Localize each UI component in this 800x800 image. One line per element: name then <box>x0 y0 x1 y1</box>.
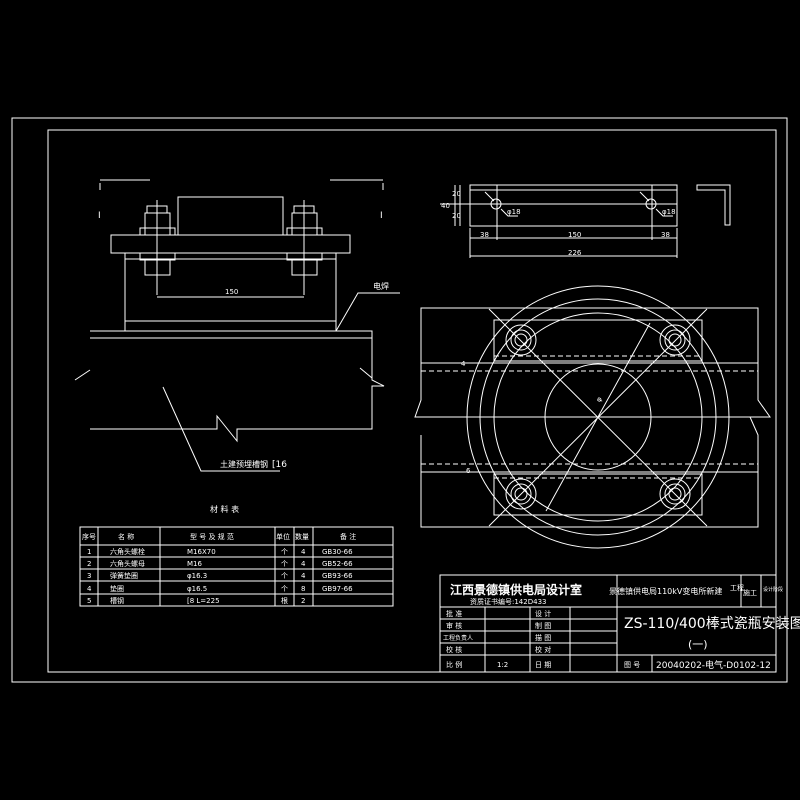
table-row: 5 槽钢 [8 L=225 根 2 <box>87 596 305 605</box>
bolt-left <box>139 200 176 295</box>
channel-size: [16 <box>272 460 287 470</box>
header-qty: 数量 <box>295 532 309 541</box>
header-spec: 型 号 及 规 范 <box>190 532 234 541</box>
cell-text: 设 计 <box>535 609 551 618</box>
cell-text: 4 <box>87 585 92 593</box>
cert-number: 资质证书编号:142D433 <box>470 597 546 606</box>
header-remark: 备 注 <box>340 532 356 541</box>
section-mark-left: I <box>98 211 101 221</box>
header-name: 名 称 <box>118 532 134 541</box>
cell-text: GB52-66 <box>322 560 353 568</box>
stage-column: 设计阶段 <box>763 586 783 593</box>
cell-text: 工程负责人 <box>443 634 473 642</box>
project-name: 景德镇供电局110kV变电所新建 <box>609 586 722 596</box>
materials-title: 材 料 表 <box>210 504 239 514</box>
cell-text: 个 <box>281 585 288 593</box>
cell-text: 根 <box>281 596 288 605</box>
bolt-holes <box>505 324 691 510</box>
cell-text: 批 准 <box>446 609 462 618</box>
cell-text: 1 <box>87 548 91 556</box>
cell-text: 垫圈 <box>110 584 124 593</box>
cell-text: 校 核 <box>446 645 462 654</box>
circle-plan-view: φ 4 6 <box>414 285 771 549</box>
weld-label: 电焊 <box>373 281 389 291</box>
cell-text: 8 <box>301 585 305 593</box>
outer-frame <box>11 117 788 683</box>
dim-upper: 20 <box>452 190 461 198</box>
cell-text: 比 例 <box>446 660 462 669</box>
cell-text: 2 <box>87 560 91 568</box>
dim-bolt-spacing: 150 <box>225 288 238 296</box>
angle-section <box>696 184 731 226</box>
cell-text: 弹簧垫圈 <box>110 571 138 580</box>
header-unit: 单位 <box>276 532 290 541</box>
dim-right: 38 <box>661 231 670 239</box>
drawing-number: 20040202-电气-D0102-12 <box>656 659 771 671</box>
cell-text: 制 图 <box>535 621 551 630</box>
table-row: 3 弹簧垫圈 φ16.3 个 4 GB93-66 <box>87 571 353 580</box>
cell-text: 3 <box>87 572 91 580</box>
drawing-title: ZS-110/400棒式瓷瓶安装图 <box>624 616 800 632</box>
cell-text: 槽钢 <box>110 596 124 605</box>
diameter-label: φ <box>595 395 604 403</box>
dim-left: 38 <box>480 231 489 239</box>
cell-text: 个 <box>281 548 288 556</box>
cell-text: 日 期 <box>535 661 551 669</box>
number-label: 图 号 <box>624 661 640 669</box>
mark-bottom: 6 <box>466 467 471 475</box>
cell-text: GB93-66 <box>322 572 353 580</box>
cell-text: 六角头螺栓 <box>110 547 145 556</box>
dim-height: 40 <box>441 202 450 210</box>
dim-total: 226 <box>568 249 582 257</box>
cell-text: 2 <box>301 597 305 605</box>
section-mark-right: I <box>380 211 383 221</box>
stage-label: 施工 <box>743 588 757 597</box>
bolt-right <box>286 200 323 295</box>
cell-text: φ16.5 <box>187 585 207 593</box>
title-block: 江西景德镇供电局设计室 资质证书编号:142D433 景德镇供电局110kV变电… <box>439 574 800 673</box>
table-header: 序号 名 称 型 号 及 规 范 单位 数量 备 注 <box>82 532 356 541</box>
inner-frame <box>47 129 777 673</box>
embedded-channel-label: 土建预埋槽钢 <box>220 459 268 469</box>
cell-text: 审 核 <box>446 621 462 630</box>
cell-text: 个 <box>281 572 288 580</box>
cell-text: 个 <box>281 560 288 568</box>
table-row: 2 六角头螺母 M16 个 4 GB52-66 <box>87 559 353 568</box>
cell-text: 校 对 <box>535 645 551 654</box>
mark-top: 4 <box>461 360 466 368</box>
hole-left-label: φ18 <box>507 208 521 216</box>
header-no: 序号 <box>82 532 96 541</box>
project-label: 工程 <box>730 583 744 592</box>
cell-text: φ16.3 <box>187 572 207 580</box>
cell-text: 4 <box>301 560 306 568</box>
dim-lower: 20 <box>452 212 461 220</box>
cell-text: GB30-66 <box>322 548 353 556</box>
table-row: 1 六角头螺栓 M16X70 个 4 GB30-66 <box>87 547 353 556</box>
dim-middle: 150 <box>568 231 581 239</box>
drawing-subtitle: (一) <box>688 638 708 651</box>
cell-text: M16X70 <box>187 548 216 556</box>
table-row: 4 垫圈 φ16.5 个 8 GB97-66 <box>87 584 353 593</box>
mid-labels: 设 计 制 图 描 图 校 对 日 期 <box>535 609 551 669</box>
plate-view: φ18 φ18 40 20 20 38 150 38 226 <box>440 184 731 258</box>
cell-text: M16 <box>187 560 202 568</box>
hole-right-label: φ18 <box>662 208 676 216</box>
left-labels: 批 准 审 核 工程负责人 校 核 比 例 1:2 <box>443 609 508 669</box>
cell-text: 4 <box>301 548 306 556</box>
org-name: 江西景德镇供电局设计室 <box>450 582 582 597</box>
scale-value: 1:2 <box>497 661 508 669</box>
elevation-view: I I 150 电焊 土建预埋槽钢 [16 <box>74 179 400 472</box>
materials-table: 材 料 表 序号 名 称 型 号 及 规 范 单位 数量 备 注 1 六角头螺栓 M… <box>79 504 394 607</box>
cell-text: GB97-66 <box>322 585 353 593</box>
cell-text: 4 <box>301 572 306 580</box>
cell-text: [8 L=225 <box>187 597 220 605</box>
cell-text: 5 <box>87 597 91 605</box>
cell-text: 描 图 <box>535 633 551 642</box>
cell-text: 六角头螺母 <box>110 559 145 568</box>
